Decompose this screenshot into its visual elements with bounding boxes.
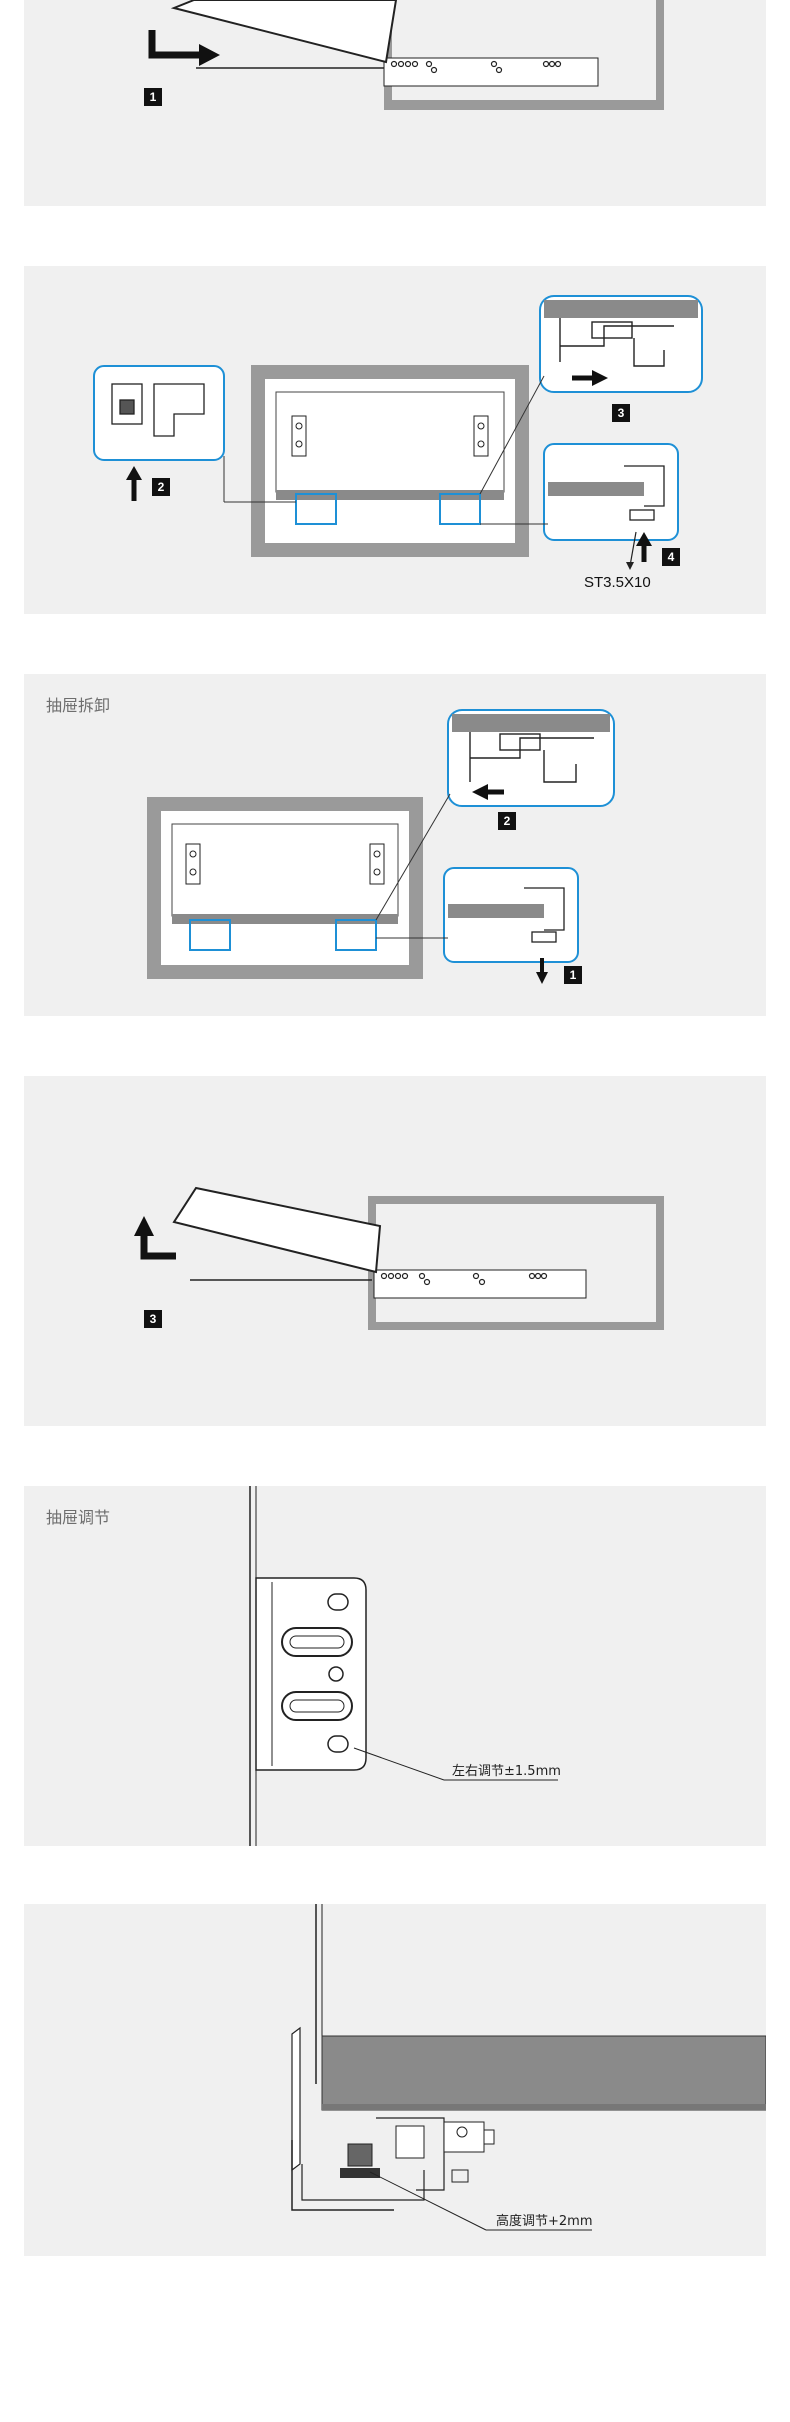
detail-clip-slide xyxy=(539,295,703,393)
svg-text:2: 2 xyxy=(158,480,165,494)
lateral-adjust-label: 左右调节±1.5mm xyxy=(452,1764,561,1779)
step-badge-2: 2 xyxy=(152,478,170,496)
panel-height-adjust: 高度调节+2mm xyxy=(24,1904,766,2256)
drawer-bottom-panel xyxy=(321,2035,766,2111)
step-badge-4: 4 xyxy=(662,548,680,566)
height-adjust-label: 高度调节+2mm xyxy=(496,2214,593,2229)
panel-drawer-lift: 3 xyxy=(24,1076,766,1426)
panel-drawer-pull: 1 xyxy=(24,0,766,206)
cabinet-back xyxy=(656,0,664,110)
slide-rail xyxy=(383,57,599,87)
section-title-adjust: 抽屉调节 xyxy=(46,1508,111,1527)
drawer-body xyxy=(172,1186,382,1274)
svg-text:2: 2 xyxy=(504,814,511,828)
lift-arrow-icon xyxy=(140,1236,176,1260)
drawer-lift-diagram: 3 xyxy=(134,1186,664,1330)
svg-text:1: 1 xyxy=(570,968,577,982)
svg-text:1: 1 xyxy=(150,90,157,104)
clip-install-diagram: 2 3 4 ST3.5X10 xyxy=(93,295,703,591)
step-badge-3: 3 xyxy=(144,1310,162,1328)
rail-holes xyxy=(390,60,562,74)
height-adjust-diagram xyxy=(291,1904,766,2231)
drawer-adjust-diagram xyxy=(249,1486,558,1846)
detail-clip-left xyxy=(93,365,225,461)
section-title-removal: 抽屉拆卸 xyxy=(46,696,111,715)
panel-drawer-removal: 抽屉拆卸 2 xyxy=(24,674,766,1016)
step-badge-2: 2 xyxy=(498,812,516,830)
svg-text:4: 4 xyxy=(668,550,675,564)
clip-left-highlight xyxy=(295,493,337,525)
step-badge-3: 3 xyxy=(612,404,630,422)
drawer-removal-diagram: 2 1 xyxy=(147,709,615,984)
pull-arrow-icon xyxy=(148,30,199,59)
drawer-pull-diagram: 1 xyxy=(144,0,664,110)
drawer-body xyxy=(170,0,398,64)
step-badge-1: 1 xyxy=(564,966,582,984)
panel-drawer-adjust: 抽屉调节 左右调节±1.5mm xyxy=(24,1486,766,1846)
cabinet-bottom xyxy=(384,100,664,110)
clip-right-highlight xyxy=(439,493,481,525)
step-badge-1: 1 xyxy=(144,88,162,106)
panel-clip-install: 2 3 4 ST3.5X10 xyxy=(24,266,766,614)
screw-label: ST3.5X10 xyxy=(584,574,651,591)
svg-text:3: 3 xyxy=(618,406,625,420)
drawer-bottom-panel xyxy=(276,490,504,500)
svg-text:3: 3 xyxy=(150,1312,157,1326)
adjust-bracket xyxy=(255,1577,367,1771)
